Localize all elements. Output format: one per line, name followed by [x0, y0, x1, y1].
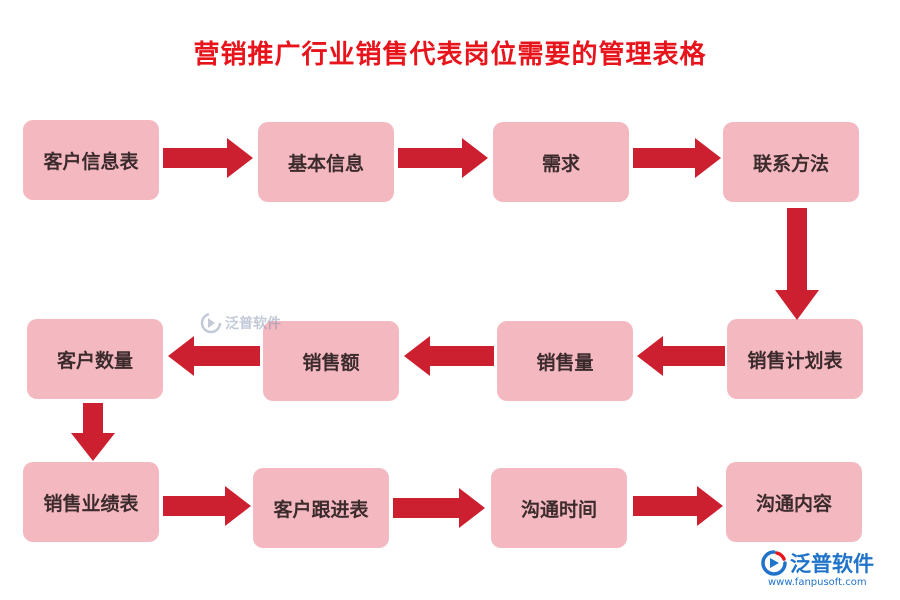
fanpu-logo-icon: [200, 312, 222, 334]
node-communication-time: 沟通时间: [491, 468, 627, 548]
arrow-right-3: [633, 138, 721, 178]
node-sales-plan-table: 销售计划表: [727, 319, 863, 399]
brand-logo: 泛普软件 www.fanpusoft.com: [760, 548, 874, 588]
arrow-right-2: [398, 138, 488, 178]
node-sales-volume: 销售量: [497, 321, 633, 401]
arrow-right-1: [163, 138, 253, 178]
arrow-right-4: [163, 486, 251, 526]
arrow-left-2: [404, 336, 494, 376]
page-title: 营销推广行业销售代表岗位需要的管理表格: [193, 40, 707, 70]
logo-name: 泛普软件: [790, 552, 874, 576]
logo-url: www.fanpusoft.com: [768, 577, 867, 588]
node-customer-count: 客户数量: [27, 319, 163, 399]
arrow-left-1: [637, 336, 725, 376]
node-basic-info: 基本信息: [258, 122, 394, 202]
fanpu-logo-icon: [761, 550, 787, 576]
watermark: 泛普软件: [200, 312, 281, 334]
node-communication-content: 沟通内容: [726, 462, 862, 542]
arrow-right-5: [393, 488, 485, 528]
node-customer-info-table: 客户信息表: [23, 120, 159, 200]
node-demand: 需求: [493, 122, 629, 202]
arrow-left-3: [168, 336, 260, 376]
node-sales-amount: 销售额: [263, 321, 399, 401]
watermark-text: 泛普软件: [225, 316, 281, 332]
node-customer-followup-table: 客户跟进表: [253, 468, 389, 548]
node-sales-performance-table: 销售业绩表: [23, 462, 159, 542]
arrow-right-6: [633, 486, 723, 526]
node-contact-method: 联系方法: [723, 122, 859, 202]
arrow-down-1: [775, 208, 819, 320]
arrow-down-2: [71, 403, 115, 461]
